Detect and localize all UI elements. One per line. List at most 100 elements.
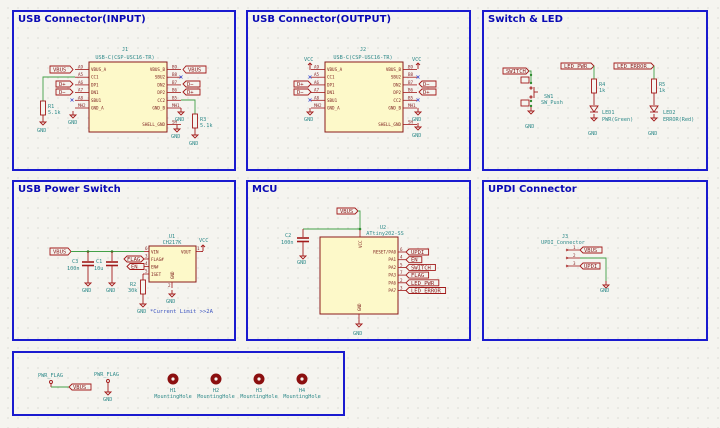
capacitor-c2[interactable] bbox=[296, 237, 310, 243]
schematic-text: 10u bbox=[94, 266, 103, 272]
pin-name: VBUS_B bbox=[150, 67, 166, 72]
schematic-text: LED2 bbox=[663, 110, 676, 116]
dplus-label-left[interactable]: D+ bbox=[55, 80, 74, 88]
schematic-text: 1 bbox=[197, 246, 200, 251]
vbus-label[interactable]: VBUS bbox=[336, 207, 359, 215]
pin-number: MH1 bbox=[408, 103, 416, 108]
schematic-text: U2 bbox=[380, 225, 386, 231]
net-label[interactable] bbox=[405, 248, 430, 256]
pwr-flag-vbus[interactable] bbox=[49, 380, 53, 388]
ground-icon bbox=[306, 107, 314, 116]
hole-value: MountingHole bbox=[240, 394, 277, 400]
schematic-text: 100n bbox=[67, 266, 80, 272]
resistor-r4[interactable] bbox=[591, 78, 597, 94]
ground-icon bbox=[139, 299, 147, 308]
pin-number: B6 bbox=[408, 88, 414, 93]
pin-name: PA1 bbox=[388, 257, 396, 262]
pin-name: DP2 bbox=[393, 90, 401, 95]
switch-label[interactable]: SWITCH bbox=[502, 67, 530, 75]
pin-number: B9 bbox=[408, 65, 414, 70]
resistor-r2[interactable] bbox=[140, 279, 146, 295]
net-label[interactable] bbox=[405, 263, 436, 271]
schematic-text: GND bbox=[170, 271, 175, 279]
schematic-text: D+ bbox=[59, 82, 66, 88]
schematic-text: GND bbox=[412, 117, 421, 123]
sheet-switch-led[interactable]: Switch & LED bbox=[482, 10, 708, 171]
schematic-text: LED_PWR bbox=[564, 64, 588, 70]
sheet-usb-output[interactable]: USB Connector(OUTPUT) bbox=[246, 10, 471, 171]
schematic-text: SW_Push bbox=[541, 100, 563, 106]
pin-number: 7 bbox=[400, 270, 403, 275]
flag-label[interactable]: FLAG bbox=[123, 255, 145, 263]
schematic-text: VIN bbox=[151, 250, 159, 255]
pin-number: A7 bbox=[78, 88, 84, 93]
dminus-label-right[interactable]: D− bbox=[182, 80, 201, 88]
schematic-text: GND bbox=[68, 120, 77, 126]
pin-number: 2 bbox=[400, 278, 403, 283]
vbus-label-right[interactable]: VBUS bbox=[182, 65, 207, 74]
net-label-text: UPDI bbox=[411, 250, 424, 256]
dminus-label-right[interactable]: D− bbox=[418, 80, 437, 88]
hole-value: MountingHole bbox=[154, 394, 191, 400]
net-label[interactable] bbox=[405, 256, 423, 264]
dminus-label-left[interactable]: D− bbox=[55, 88, 74, 96]
ground-icon bbox=[299, 251, 307, 260]
pin-number: B5 bbox=[172, 95, 178, 100]
vbus-label[interactable]: VBUS bbox=[68, 383, 92, 391]
pwr-flag-gnd[interactable] bbox=[106, 379, 110, 389]
schematic-text: LED1 bbox=[602, 110, 615, 116]
schematic-text: GND bbox=[37, 128, 46, 134]
dplus-label-left[interactable]: D+ bbox=[293, 80, 312, 88]
pin-name: GND_B bbox=[152, 106, 165, 111]
pin-name: DN2 bbox=[157, 82, 165, 87]
dplus-label-right[interactable]: D+ bbox=[418, 88, 437, 96]
dminus-label-left[interactable]: D− bbox=[293, 88, 312, 96]
pin-number: 5 bbox=[400, 262, 403, 267]
vbus-label[interactable]: VBUS bbox=[579, 246, 603, 254]
dplus-label-right[interactable]: D+ bbox=[182, 88, 201, 96]
schematic-text: D− bbox=[59, 90, 66, 96]
pin-number: B8 bbox=[172, 72, 178, 77]
power-switch-u1[interactable]: U1 CH217K 6 3 4 5 1 2 VIN FLAG# EN# ISET… bbox=[144, 234, 201, 288]
ground-icon bbox=[590, 113, 598, 122]
schematic-text: 1k bbox=[659, 88, 666, 94]
sheet-updi-connector[interactable]: UPDI Connector bbox=[482, 180, 708, 341]
sheet-usb-input[interactable]: USB Connector(INPUT) bbox=[12, 10, 236, 171]
capacitor-c1[interactable] bbox=[105, 261, 119, 267]
sheet-misc[interactable] bbox=[12, 351, 345, 416]
schematic-text: ISET bbox=[151, 272, 162, 277]
led-pwr-label[interactable]: LED_PWR bbox=[560, 62, 595, 70]
schematic-text: 6 bbox=[145, 246, 148, 251]
vbus-label-left[interactable]: VBUS bbox=[49, 65, 74, 74]
resistor-r1[interactable] bbox=[40, 100, 46, 116]
pin-name: CC1 bbox=[327, 75, 335, 80]
schematic-text: GND bbox=[166, 299, 175, 305]
push-button-sw1[interactable] bbox=[520, 76, 538, 107]
resistor-r3[interactable] bbox=[192, 113, 198, 129]
sheet-usb-power-switch[interactable]: USB Power Switch bbox=[12, 180, 236, 341]
schematic-text: D+ bbox=[187, 90, 194, 96]
en-label[interactable]: EN bbox=[126, 263, 145, 271]
led1[interactable] bbox=[589, 105, 599, 113]
schematic-text: VOUT bbox=[181, 250, 192, 255]
pin-number: B7 bbox=[408, 80, 414, 85]
vbus-label[interactable]: VBUS bbox=[49, 247, 72, 256]
led-error-label[interactable]: LED_ERROR bbox=[613, 62, 655, 70]
updi-label[interactable]: UPDI bbox=[579, 262, 601, 270]
updi-connector-j3[interactable]: J3 UPDI_Connector 1 2 3 bbox=[541, 234, 585, 268]
capacitor-c3[interactable] bbox=[81, 261, 95, 267]
net-label[interactable] bbox=[405, 287, 447, 294]
net-label[interactable] bbox=[405, 279, 440, 287]
net-label[interactable] bbox=[405, 271, 430, 279]
schematic-text: VCC bbox=[412, 57, 421, 63]
led2[interactable] bbox=[649, 105, 659, 113]
resistor-r5[interactable] bbox=[651, 78, 657, 94]
sheet-mcu[interactable]: MCU bbox=[246, 180, 471, 341]
